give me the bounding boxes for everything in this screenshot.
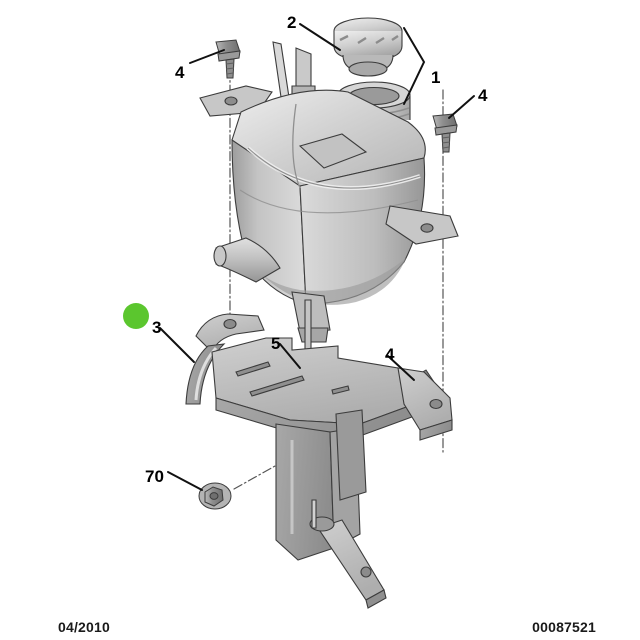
- callout-label-4-upper-left: 4: [175, 63, 185, 82]
- bracket-slot-a: [235, 361, 271, 377]
- bolt-upper-left: [215, 39, 241, 79]
- bolt-thread-marks: [225, 62, 235, 75]
- bracket-right-wing: [397, 367, 453, 431]
- leader-4a: [189, 49, 225, 64]
- cap-grip-ribs: [339, 34, 399, 45]
- bracket-center-wall: [335, 409, 367, 501]
- callout-label-1: 1: [431, 68, 441, 87]
- callout-label-4-upper-right: 4: [478, 86, 488, 105]
- leader-4b: [448, 95, 475, 119]
- callout-label-70: 70: [145, 467, 164, 486]
- leader-70: [167, 471, 203, 491]
- callout-label-4-lower-right: 4: [385, 345, 395, 364]
- callout-label-2: 2: [287, 13, 297, 32]
- bracket-right-wing-hole: [429, 398, 443, 410]
- tank-vent-tube: [295, 47, 312, 87]
- nut-bore: [209, 492, 219, 500]
- leader-1-bracket: [403, 27, 426, 105]
- tank-seam-diagonal-b: [247, 147, 421, 189]
- leader-lines: [159, 23, 475, 491]
- tank-hose-outlet: [215, 237, 281, 283]
- cap-bottom-lip: [348, 61, 388, 77]
- bracket-slot-b: [249, 375, 305, 397]
- highlight-dot: [123, 303, 149, 329]
- tank-hose-outlet-mouth: [213, 245, 227, 267]
- bolt-thread-marks: [441, 136, 451, 149]
- tank-tab-right-hole: [420, 223, 434, 233]
- leader-2: [299, 23, 341, 51]
- bracket-arm-left-hole: [223, 318, 237, 330]
- callout-label-3: 3: [152, 318, 162, 337]
- tank-body-front-shadow: [250, 258, 406, 305]
- leader-3: [159, 327, 195, 363]
- expansion-tank-part: [199, 41, 459, 343]
- leader-4c: [387, 355, 415, 381]
- bracket-diagonal-tab-edge: [365, 589, 387, 609]
- bracket-arm-left-lower: [185, 343, 226, 405]
- bracket-right-wing-edge: [419, 419, 453, 441]
- tank-tab-left-hole: [224, 96, 238, 106]
- leader-5: [279, 343, 301, 369]
- bracket-leg-pin: [311, 499, 317, 529]
- bolt-flange: [434, 124, 458, 136]
- callout-label-5: 5: [271, 334, 281, 353]
- bracket-slot-c: [331, 385, 350, 395]
- footer-date: 04/2010: [58, 619, 111, 635]
- tank-seam-vertical: [292, 103, 301, 189]
- filler-cap-part: [333, 17, 403, 77]
- bolt-upper-right: [432, 113, 458, 153]
- bracket-diagonal-tab-hole: [360, 566, 372, 578]
- nut-part: [198, 482, 232, 510]
- tank-label-panel: [298, 133, 368, 169]
- mounting-bracket-part: [185, 313, 453, 609]
- footer-reference-number: 00087521: [532, 619, 596, 635]
- tank-bottom-spout-tip: [297, 327, 329, 343]
